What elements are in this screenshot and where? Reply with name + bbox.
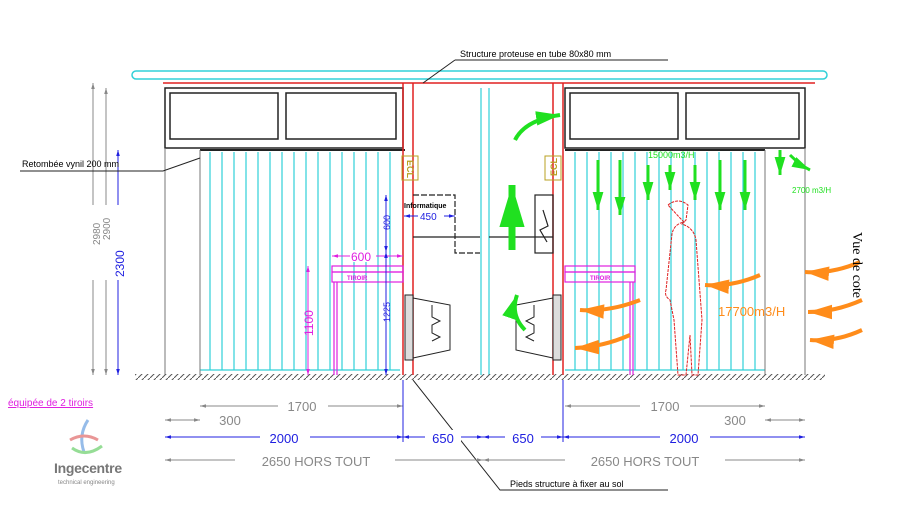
intake-label: 17700m3/H: [718, 304, 785, 319]
retombee-annotation: Retombée vynil 200 mm: [22, 159, 119, 169]
dim-2000-left: 2000: [270, 431, 299, 446]
dim-300-right: 300: [724, 413, 746, 428]
intake-arrow: [809, 328, 863, 350]
intake-arrow: [807, 298, 863, 320]
intake-arrow: [579, 298, 641, 319]
drawer-label-right: TIROIR: [590, 276, 611, 282]
computer-label: Informatique: [404, 203, 446, 210]
return-arrow: [502, 294, 527, 332]
feet-annotation: Pieds structure à fixer au sol: [510, 479, 624, 489]
pvc-curtains: [200, 152, 765, 371]
dim-650-left: 650: [432, 431, 454, 446]
downflow-label: 15000m3/H: [648, 150, 695, 160]
dim-1700-left: 1700: [288, 399, 317, 414]
extract-label: 2700 m3/H: [792, 186, 831, 195]
height-2300: 2300: [113, 250, 127, 277]
intake-arrow: [704, 273, 761, 294]
person-silhouette: [665, 200, 703, 376]
floor-filters: [404, 294, 562, 361]
light-right: ECL: [549, 157, 559, 176]
dim-300-left: 300: [219, 413, 241, 428]
intake-arrow: [574, 333, 631, 355]
table-width-dim: 600: [351, 250, 371, 264]
filter-unit-right: [564, 87, 806, 149]
dim-2000-right: 2000: [670, 431, 699, 446]
height-2900: 2900: [102, 217, 113, 240]
filter-unit-left: [164, 87, 404, 149]
ingecentre-logo-icon: [69, 419, 103, 454]
height-2980: 2980: [92, 222, 103, 245]
drawers-note: équipée de 2 tiroirs: [8, 398, 94, 409]
drawer-label-left: TIROIR: [347, 276, 368, 282]
airflow-arrows: [499, 111, 863, 355]
structure-columns: [402, 83, 564, 375]
drawer-tables: [331, 265, 636, 375]
height-600: 600: [382, 215, 392, 230]
side-view-label: Vue de cote: [849, 232, 864, 299]
structure-annotation: Structure proteuse en tube 80x80 mm: [460, 49, 611, 59]
ground: [135, 374, 825, 380]
computer-station: [413, 194, 554, 254]
logo-tagline: technical engineering: [58, 480, 115, 486]
logo-name: Ingecentre: [54, 460, 122, 476]
top-tube: [131, 70, 828, 80]
extract-arrow: [788, 153, 811, 172]
upflow-curve-arrow: [513, 111, 561, 141]
height-1225: 1225: [382, 302, 392, 322]
dim-overall-right: 2650 HORS TOUT: [591, 454, 700, 469]
dim-overall-left: 2650 HORS TOUT: [262, 454, 371, 469]
light-left: ECL: [405, 160, 415, 179]
table-height-dim: 1100: [302, 310, 316, 336]
dim-1700-right: 1700: [651, 399, 680, 414]
dim-650-right: 650: [512, 431, 534, 446]
computer-width-dim: 450: [420, 212, 437, 223]
intake-arrow: [804, 260, 861, 281]
